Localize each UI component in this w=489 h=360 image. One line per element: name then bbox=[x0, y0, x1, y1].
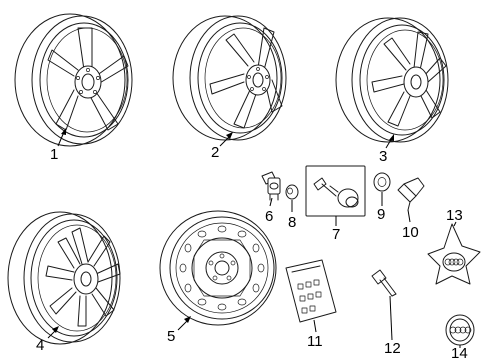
wheel-3 bbox=[335, 17, 449, 143]
bolt-cap-8 bbox=[285, 184, 299, 200]
lug-bolt-12 bbox=[371, 269, 397, 297]
clip-10 bbox=[397, 177, 425, 211]
wheel-bolt-6 bbox=[261, 171, 281, 201]
callout-14: 14 bbox=[451, 345, 468, 360]
center-cap-13 bbox=[427, 223, 481, 285]
valve-cap-9 bbox=[373, 172, 391, 192]
callout-12: 12 bbox=[384, 340, 401, 357]
callout-4: 4 bbox=[36, 337, 44, 354]
callout-11: 11 bbox=[307, 333, 323, 350]
callout-3: 3 bbox=[379, 148, 387, 165]
callout-10: 10 bbox=[402, 224, 419, 241]
callout-2: 2 bbox=[211, 144, 219, 161]
callout-6: 6 bbox=[265, 208, 273, 225]
steel-wheel-5 bbox=[159, 210, 277, 326]
callout-9: 9 bbox=[377, 206, 385, 223]
callout-7: 7 bbox=[332, 226, 340, 243]
wheel-2 bbox=[172, 15, 287, 141]
leader-lines bbox=[47, 128, 461, 348]
callout-5: 5 bbox=[167, 328, 175, 345]
callout-8: 8 bbox=[288, 214, 296, 231]
wheel-1 bbox=[14, 13, 133, 147]
emblem-cap-14 bbox=[445, 314, 475, 346]
callout-1: 1 bbox=[50, 146, 58, 163]
wheel-4 bbox=[7, 211, 121, 345]
callout-13: 13 bbox=[446, 207, 463, 224]
locking-bolt-kit-7 bbox=[305, 165, 366, 217]
hardware-package-11 bbox=[285, 259, 337, 323]
